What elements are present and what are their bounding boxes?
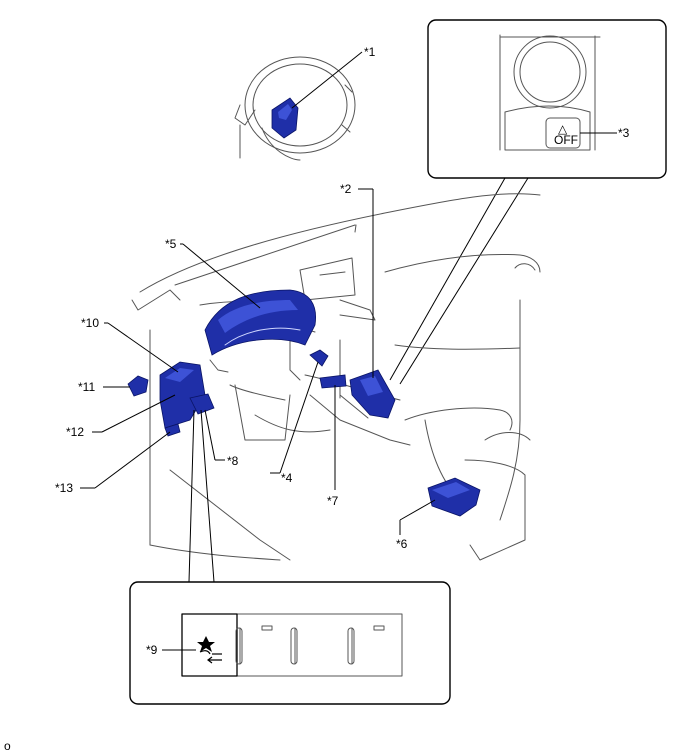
console-switch-part-2 <box>349 369 396 419</box>
sensor-part-11 <box>127 375 149 397</box>
switch-inset: △ OFF *3 <box>427 19 667 179</box>
callout-10: *10 <box>81 316 99 330</box>
callout-3: *3 <box>618 126 630 140</box>
callout-5: *5 <box>165 237 177 251</box>
callout-7: *7 <box>327 494 339 508</box>
switch-part-8 <box>189 393 215 415</box>
combination-meter-part <box>204 289 317 356</box>
callout-4: *4 <box>281 471 293 485</box>
ecu-part-10 <box>159 361 206 429</box>
switch-panel-inset: *9 <box>129 581 451 705</box>
callout-6: *6 <box>396 537 408 551</box>
leader-lines <box>80 51 436 583</box>
callout-1: *1 <box>364 45 376 59</box>
spiral-cable-part <box>271 97 299 139</box>
callout-12: *12 <box>66 425 84 439</box>
footer-code: o <box>4 739 11 753</box>
callout-13: *13 <box>55 481 73 495</box>
callout-9: *9 <box>146 643 158 657</box>
svg-text:△: △ <box>558 122 568 136</box>
ecu-part-6 <box>427 477 481 517</box>
callout-8: *8 <box>227 454 239 468</box>
steering-wheel-view <box>234 56 356 161</box>
callout-2: *2 <box>340 182 352 196</box>
sensor-part-4 <box>309 349 329 367</box>
callout-11: *11 <box>78 380 95 394</box>
part-7 <box>319 374 347 389</box>
pre-collision-icon <box>197 636 222 664</box>
switch-off-label: OFF <box>554 133 578 147</box>
